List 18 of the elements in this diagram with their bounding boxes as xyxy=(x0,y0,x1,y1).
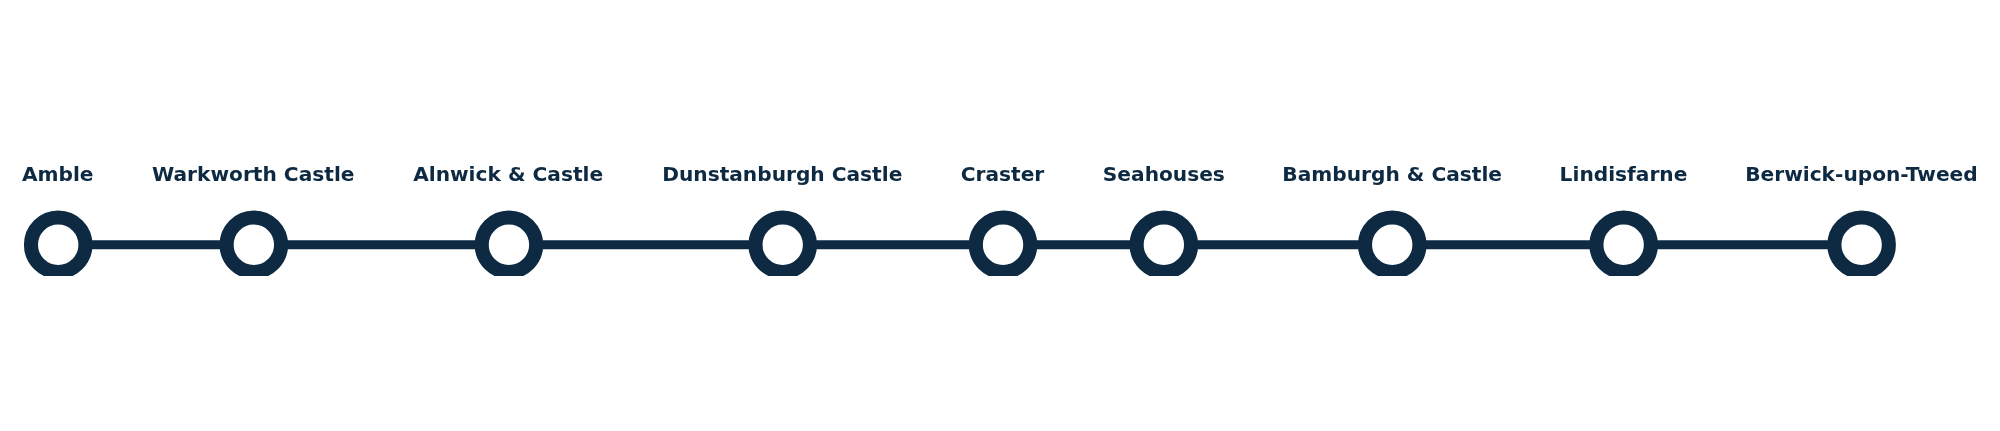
node-label: Lindisfarne xyxy=(1559,162,1688,187)
node-circle xyxy=(748,210,817,276)
node-circle xyxy=(1589,210,1658,276)
node-label: Craster xyxy=(960,162,1045,187)
node-circle xyxy=(1357,210,1427,276)
node-circle xyxy=(1129,210,1199,276)
node-label: Berwick-upon-Tweed xyxy=(1745,162,1978,187)
node-label: Alnwick & Castle xyxy=(413,162,604,187)
node-label: Seahouses xyxy=(1102,162,1225,187)
node-label: Amble xyxy=(21,162,94,187)
node-circle xyxy=(968,210,1038,276)
node-label: Dunstanburgh Castle xyxy=(662,162,903,187)
node-circle xyxy=(219,210,289,276)
node-circle xyxy=(1827,210,1896,276)
node-label: Bamburgh & Castle xyxy=(1282,162,1503,187)
node-circle xyxy=(23,210,93,276)
node-circle xyxy=(474,210,544,276)
node-label: Warkworth Castle xyxy=(151,162,355,187)
